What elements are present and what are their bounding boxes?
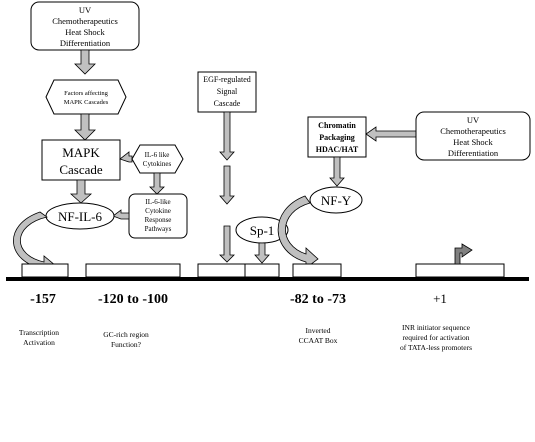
arrow-egf-2: [219, 165, 235, 205]
right-stimuli-line2: Chemotherapeutics: [440, 126, 506, 136]
il6-pathways-line1: IL-6-like: [145, 198, 170, 206]
site-box-157: [21, 263, 69, 278]
nf-y-ellipse: [309, 186, 363, 214]
caption-3-line1: Inverted: [306, 326, 331, 335]
arrow-stimuli-to-factors: [74, 49, 96, 75]
caption-1-line1: Transcription: [19, 328, 59, 337]
egf-line3: Cascade: [214, 99, 241, 108]
top-stimuli-line2: Chemotherapeutics: [52, 16, 118, 26]
il6-cytokines-line2: Cytokines: [143, 160, 172, 168]
arrow-mapk-to-nfil6: [69, 179, 93, 204]
mapk-factors-line1: Factors affecting: [64, 90, 108, 97]
right-stimuli-box: [415, 111, 531, 161]
right-stimuli-line3: Heat Shock: [453, 137, 493, 147]
nf-il6-label: NF-IL-6: [58, 209, 103, 224]
transcription-start-arrow: [454, 243, 473, 265]
caption-4-line1: INR initiator sequence: [402, 323, 471, 332]
chromatin-line2: Packaging: [319, 133, 355, 142]
arrow-pathways-to-nfil6: [112, 209, 130, 220]
caption-3-line2: CCAAT Box: [299, 336, 338, 345]
il6-cytokines-hexagon: [131, 144, 184, 174]
site-box-gc: [85, 263, 181, 278]
chromatin-line1: Chromatin: [318, 121, 356, 130]
site-box-sp1: [244, 263, 280, 278]
caption-2-line2: Function?: [111, 340, 142, 349]
mapk-cascade-line2: Cascade: [59, 162, 103, 177]
il6-cytokines-line1: IL-6 like: [145, 151, 170, 159]
caption-4-line3: of TATA-less promoters: [400, 343, 472, 352]
top-stimuli-line1: UV: [79, 5, 92, 15]
site-box-inr: [415, 263, 505, 278]
curved-arrow-nfy-to-site: [277, 195, 319, 269]
sp1-label: Sp-1: [250, 223, 275, 238]
il6-pathways-line4: Pathways: [145, 225, 172, 233]
egf-line2: Signal: [217, 87, 238, 96]
caption-2-line1: GC-rich region: [103, 330, 149, 339]
dna-baseline: [6, 277, 529, 281]
position-label-1: -157: [30, 292, 56, 307]
arrow-factors-to-mapk: [74, 113, 96, 141]
caption-4-line2: required for activation: [402, 333, 469, 342]
mapk-cascade-box: [41, 139, 121, 181]
egf-line1: EGF-regulated: [203, 75, 251, 84]
top-stimuli-line3: Heat Shock: [65, 27, 105, 37]
egf-box: [197, 71, 257, 113]
right-stimuli-line4: Differentiation: [448, 148, 499, 158]
top-stimuli-line4: Differentiation: [60, 38, 111, 48]
arrow-rightstimuli-to-chromatin: [365, 126, 417, 142]
chromatin-line3: HDAC/HAT: [316, 145, 359, 154]
arrow-cytokines-to-mapk: [119, 151, 133, 163]
il6-pathways-line3: Response: [145, 216, 172, 224]
arrow-cytokines-to-pathways: [149, 172, 165, 195]
position-label-2: -120 to -100: [98, 292, 168, 307]
mapk-factors-line2: MAPK Cascades: [64, 99, 109, 106]
site-box-ccaat: [292, 263, 342, 278]
right-stimuli-line1: UV: [467, 115, 480, 125]
il6-pathways-line2: Cytokine: [145, 207, 171, 215]
arrow-chromatin-to-nfy: [329, 156, 345, 187]
arrow-sp1-down: [254, 242, 270, 264]
arrow-egf-1: [219, 111, 235, 161]
position-label-4: +1: [433, 291, 447, 306]
position-label-3: -82 to -73: [290, 292, 346, 307]
chromatin-box: [307, 116, 367, 158]
mapk-factors-hexagon: [45, 79, 127, 115]
arrow-egf-3: [219, 225, 235, 263]
caption-1-line2: Activation: [23, 338, 55, 347]
nf-y-label: NF-Y: [321, 193, 352, 208]
site-box-egf: [197, 263, 246, 278]
mapk-cascade-line1: MAPK: [62, 145, 100, 160]
